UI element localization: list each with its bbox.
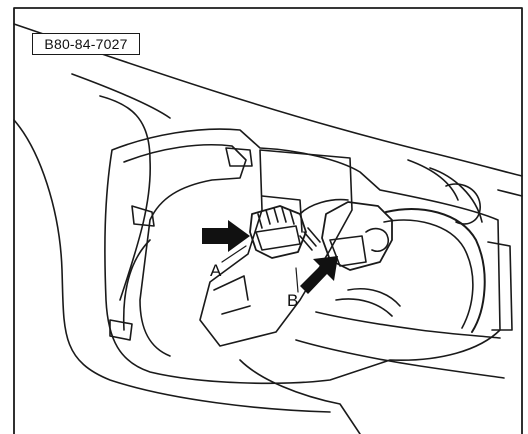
figure-reference-code: B80-84-7027 [32,33,140,55]
mount-rib-2 [221,305,251,315]
callout-label-b: B [287,291,299,310]
trunk-bundle [335,288,401,317]
arrow-a [202,220,250,252]
connector-a-body [249,205,307,259]
bracket-left [122,239,151,331]
clip-left-lower [109,319,133,341]
right-panel-1 [407,159,459,201]
connector-b-latch [365,227,390,253]
arrow-b [300,256,338,294]
dash-panel-left [13,119,331,413]
clip-left-upper [131,205,155,227]
leader-a [221,245,247,263]
frame-border [13,7,523,434]
cavity-outline [104,128,501,385]
connector-a-face [255,225,301,251]
harness-wire-inner [383,219,474,329]
right-knob [445,183,481,225]
mount-rib-1 [213,275,249,301]
right-edge [497,189,523,197]
trunk-lower-detail [239,359,361,434]
right-bracket [487,241,513,331]
callout-label-a: A [210,261,222,280]
connector-a-ribs [257,207,295,229]
harness-wire-left [299,198,349,215]
connector-b-ribs [299,227,321,251]
trunk-lower [295,339,505,379]
harness-wire-outer [385,208,486,333]
mount-rib-3 [261,195,303,233]
dash-panel-left-inner [99,95,152,301]
cavity-inner [123,143,247,357]
mount-plate [199,149,353,347]
dash-curve-left [71,73,171,119]
leader-b [295,267,299,293]
trunk-upper [315,311,501,339]
connector-b-body [321,201,393,271]
clip-top [225,147,253,167]
